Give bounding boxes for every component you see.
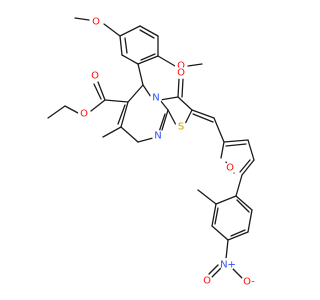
svg-text:S: S (178, 122, 184, 133)
structure-canvas: O O O O N O N S (47, 16, 255, 289)
molecule-diagram: O O O O N O N S (47, 16, 255, 289)
svg-text:O: O (92, 17, 100, 28)
svg-text:O: O (203, 276, 211, 287)
nitro-oxygen-double: O (201, 275, 213, 287)
svg-text:O: O (91, 71, 99, 82)
pyrimidine-nitrogen: N (152, 130, 164, 142)
ester-carbonyl-oxygen: O (89, 70, 101, 82)
nitro-nitrogen: N+ (220, 258, 236, 272)
methoxy-oxygen-top: O (90, 16, 102, 28)
keto-oxygen: O (175, 67, 187, 79)
svg-text:N: N (154, 131, 161, 142)
svg-text:O: O (177, 61, 185, 72)
svg-text:O-: O- (243, 277, 255, 288)
atom-labels: O O O O N O N S (78, 16, 255, 289)
svg-text:O: O (226, 163, 234, 174)
svg-text:O: O (80, 109, 88, 120)
svg-text:O: O (177, 68, 185, 79)
furan-oxygen: O (224, 162, 236, 174)
bridgehead-nitrogen: N (150, 92, 162, 104)
svg-text:N+: N+ (220, 260, 236, 271)
bonds (47, 17, 255, 279)
nitro-oxygen-minus: O- (241, 275, 255, 289)
thiazole-sulfur: S (175, 121, 187, 133)
ester-oxygen: O (78, 108, 90, 120)
svg-text:N: N (152, 93, 159, 104)
